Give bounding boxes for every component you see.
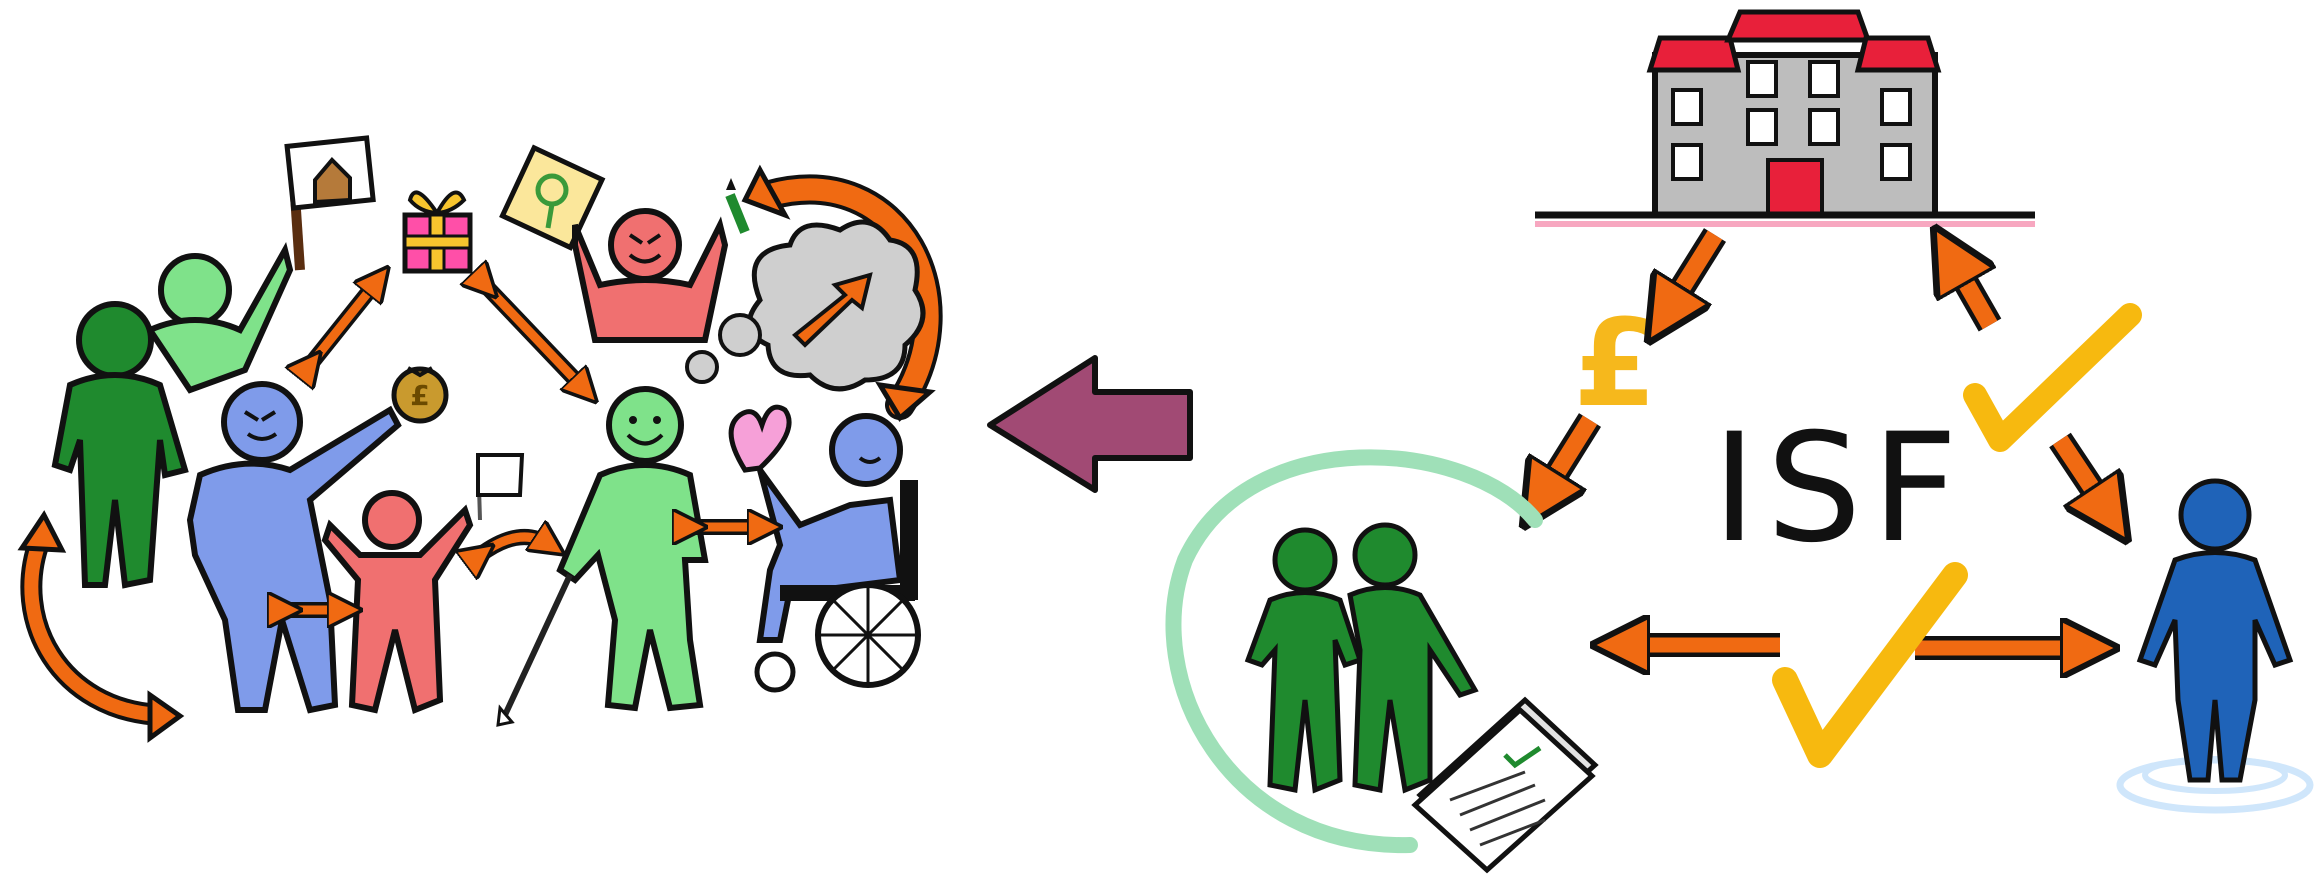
flag-icon — [284, 135, 376, 271]
dark-green-person — [51, 301, 189, 589]
salmon-child — [321, 490, 474, 715]
tick-icon — [1963, 303, 2142, 452]
salmon-person-cheer — [572, 208, 729, 343]
connection-arrows — [285, 280, 765, 610]
supported-couple — [1165, 449, 1543, 854]
triangle-arrows — [1540, 235, 2110, 648]
community-scene: £ — [17, 135, 943, 743]
wheelchair-user — [754, 413, 921, 693]
light-green-person — [145, 241, 294, 394]
money-bag-currency: £ — [410, 379, 429, 412]
pencil-icon — [725, 178, 750, 234]
green-person-cane — [496, 386, 709, 727]
pound-symbol: £ — [1573, 295, 1657, 434]
picture-card-icon — [499, 144, 606, 251]
tick-icon — [1772, 562, 1968, 768]
isf-label: ISF — [1712, 402, 1968, 576]
transition-arrow — [987, 355, 1193, 493]
gift-icon — [402, 190, 473, 274]
document-icon — [1411, 696, 1599, 874]
building-icon — [1535, 9, 2035, 227]
isf-triangle: £ ISF — [1165, 9, 2314, 874]
white-flag-icon — [476, 453, 525, 521]
blue-person-money — [186, 381, 402, 714]
heart-icon — [728, 404, 792, 473]
thought-cloud-icon — [685, 219, 926, 392]
blue-person — [2116, 478, 2314, 814]
money-bag-icon: £ — [391, 366, 449, 424]
